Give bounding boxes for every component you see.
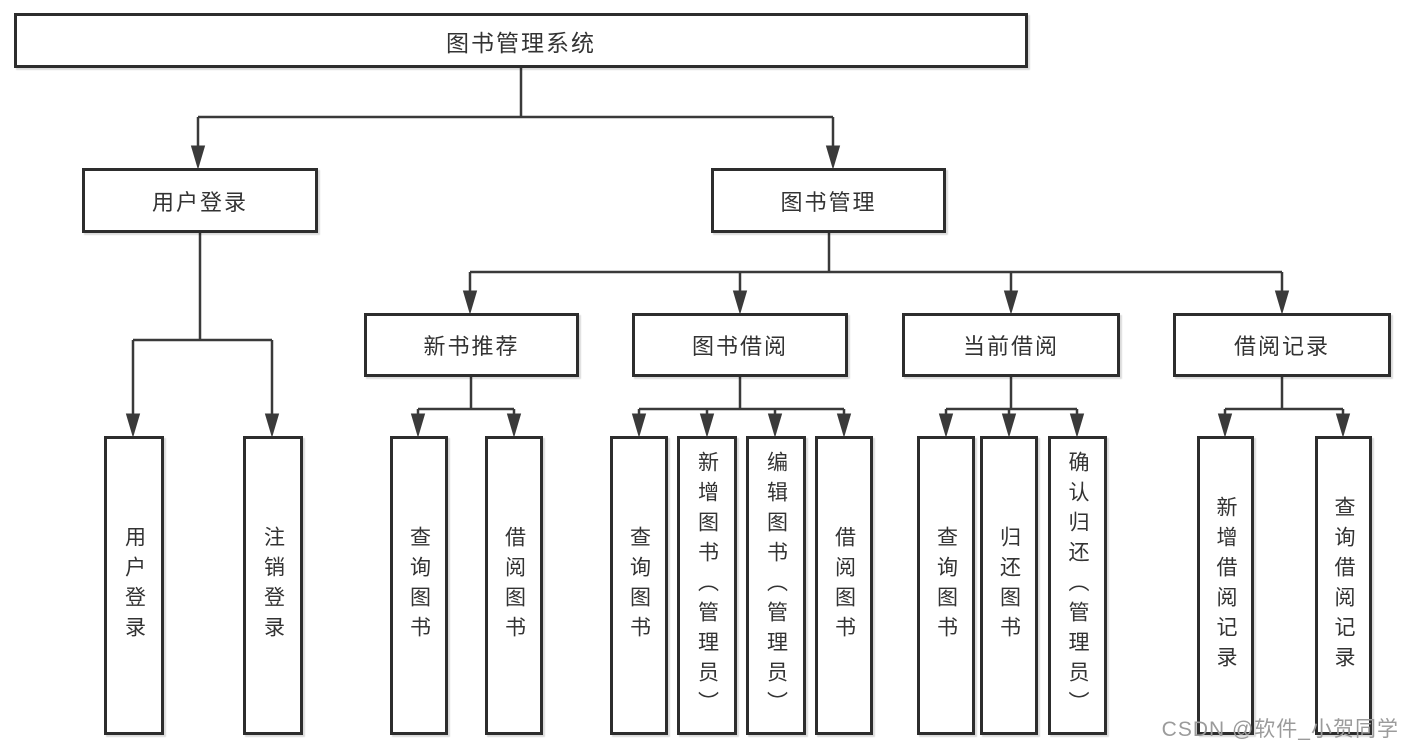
arrowhead-icon xyxy=(190,145,206,170)
node-label: 借阅图书 xyxy=(832,525,856,646)
edge-new-book-recommend-to-leaves xyxy=(410,377,522,438)
node-label: 图书管理系统 xyxy=(446,29,596,56)
node-borrow-records: 借阅记录 xyxy=(1173,313,1391,377)
arrowhead-icon xyxy=(410,413,426,438)
node-new-book-recommend: 新书推荐 xyxy=(364,313,579,377)
arrowhead-icon xyxy=(631,413,647,438)
node-book-management: 图书管理 xyxy=(711,168,946,233)
node-label: 用户登录 xyxy=(151,189,248,215)
node-label: 图书管理 xyxy=(780,189,877,215)
arrowhead-icon xyxy=(264,413,280,438)
arrowhead-icon xyxy=(732,290,748,315)
arrowhead-icon xyxy=(462,290,478,315)
node-label: 用户登录 xyxy=(122,525,146,646)
edge-book-borrow-to-leaves xyxy=(631,377,852,438)
arrowhead-icon xyxy=(1001,413,1017,438)
node-label: 查询借阅记录 xyxy=(1332,495,1355,676)
edge-root-to-level2 xyxy=(190,68,841,170)
arrowhead-icon xyxy=(506,413,522,438)
edge-current-borrow-to-leaves xyxy=(938,377,1085,438)
csdn-watermark: CSDN @软件_小贺同学 xyxy=(1161,718,1399,741)
arrowhead-icon xyxy=(938,413,954,438)
node-label: 注销登录 xyxy=(261,525,285,646)
arrowhead-icon xyxy=(825,145,841,170)
arrowhead-icon xyxy=(1003,290,1019,315)
node-label: 借阅图书 xyxy=(502,525,526,646)
arrowhead-icon xyxy=(125,413,141,438)
node-label: 新增借阅记录 xyxy=(1214,495,1237,676)
node-label: 新增图书（管理员） xyxy=(695,450,719,721)
arrowhead-icon xyxy=(699,413,715,438)
node-user-login: 用户登录 xyxy=(82,168,318,233)
node-label: 查询图书 xyxy=(934,525,958,646)
node-label: 新书推荐 xyxy=(423,334,520,359)
leaf-user-login: 用户登录 xyxy=(104,436,164,735)
node-label: 确认归还（管理员） xyxy=(1066,450,1089,721)
leaf-query-book-2: 查询图书 xyxy=(610,436,668,735)
node-current-borrow: 当前借阅 xyxy=(902,313,1120,377)
arrowhead-icon xyxy=(767,413,783,438)
leaf-add-book-admin: 新增图书（管理员） xyxy=(677,436,737,735)
leaf-query-book-3: 查询图书 xyxy=(917,436,975,735)
node-label: 借阅记录 xyxy=(1233,334,1330,359)
leaf-confirm-return-admin: 确认归还（管理员） xyxy=(1048,436,1107,735)
arrowhead-icon xyxy=(836,413,852,438)
node-root-system: 图书管理系统 xyxy=(14,13,1028,68)
node-label: 编辑图书（管理员） xyxy=(764,450,788,721)
edge-user-login-to-leaves xyxy=(125,233,280,438)
arrowhead-icon xyxy=(1274,290,1290,315)
node-label: 查询图书 xyxy=(407,525,431,646)
arrowhead-icon xyxy=(1069,413,1085,438)
node-book-borrow: 图书借阅 xyxy=(632,313,848,377)
arrowhead-icon xyxy=(1335,413,1351,438)
leaf-logout: 注销登录 xyxy=(243,436,303,735)
leaf-query-book-1: 查询图书 xyxy=(390,436,448,735)
node-label: 图书借阅 xyxy=(691,334,788,359)
edge-borrow-records-to-leaves xyxy=(1217,377,1351,438)
leaf-edit-book-admin: 编辑图书（管理员） xyxy=(746,436,806,735)
edge-book-management-to-level3 xyxy=(462,233,1290,315)
arrowhead-icon xyxy=(1217,413,1233,438)
node-label: 查询图书 xyxy=(627,525,651,646)
leaf-return-book: 归还图书 xyxy=(980,436,1038,735)
leaf-borrow-book-1: 借阅图书 xyxy=(485,436,543,735)
leaf-query-borrow-record: 查询借阅记录 xyxy=(1315,436,1372,735)
node-label: 当前借阅 xyxy=(962,334,1059,359)
leaf-borrow-book-2: 借阅图书 xyxy=(815,436,873,735)
node-label: 归还图书 xyxy=(997,525,1021,646)
leaf-add-borrow-record: 新增借阅记录 xyxy=(1197,436,1254,735)
